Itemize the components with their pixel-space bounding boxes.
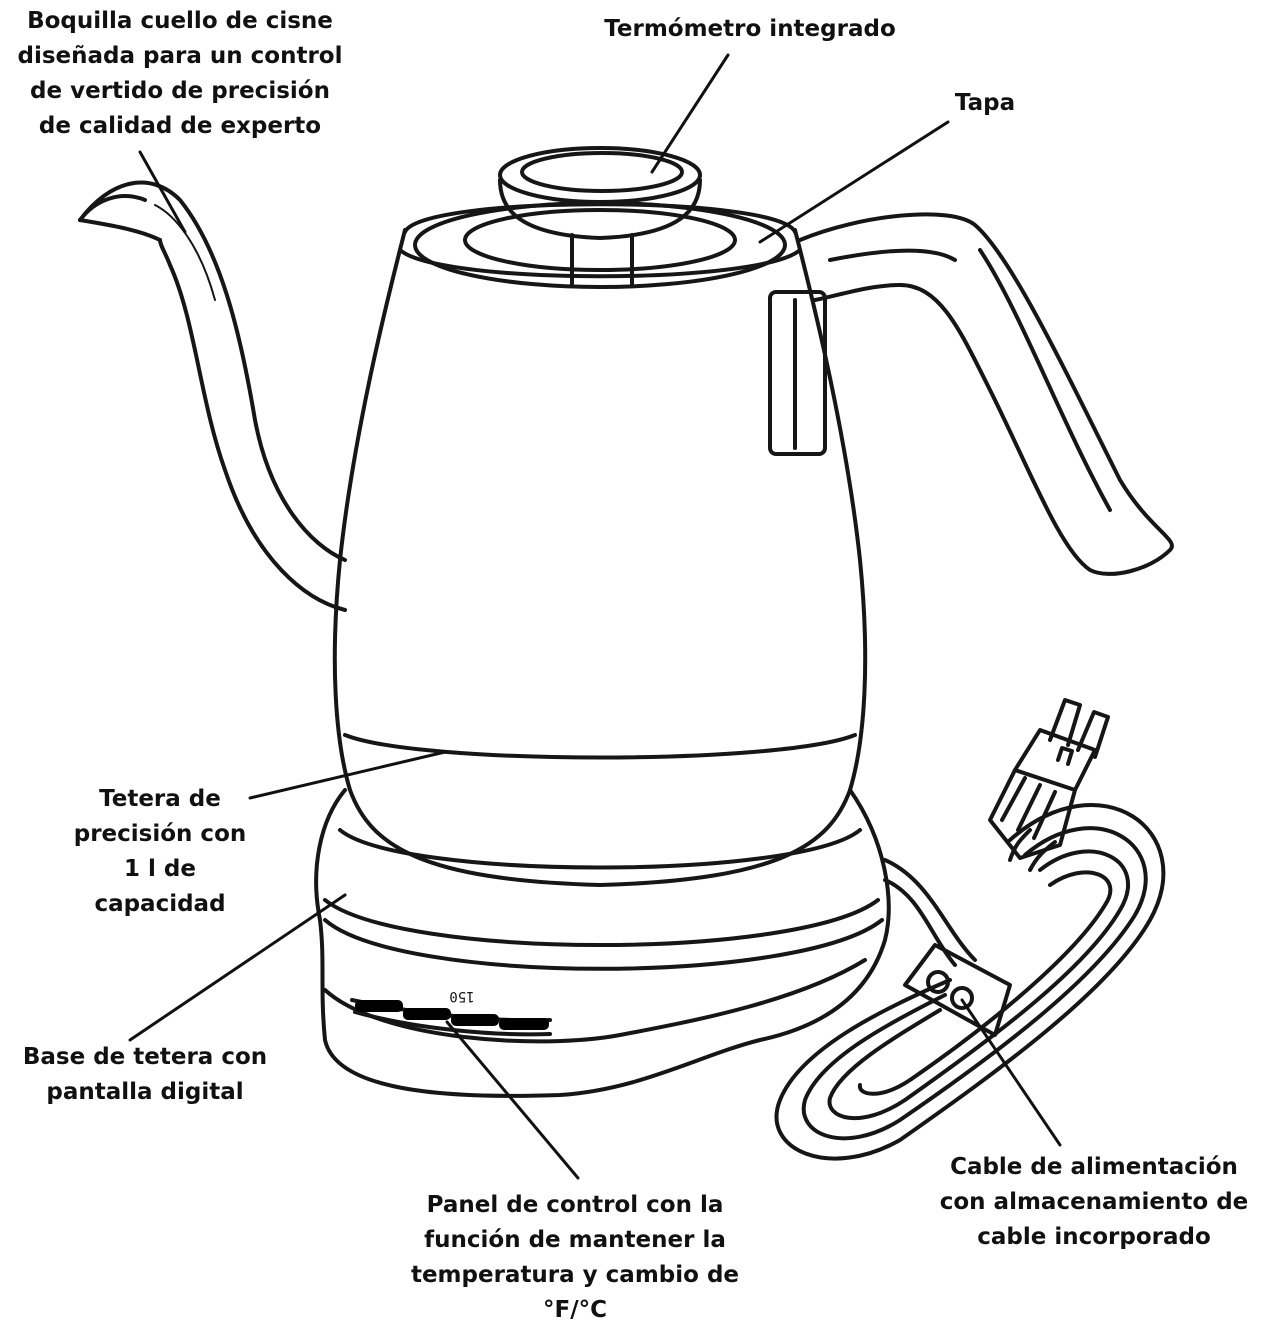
leader-control-panel [447,1022,578,1178]
label-base: Base de tetera con pantalla digital [0,1040,290,1110]
button-4[interactable] [499,1018,549,1030]
label-kettle-line-1: Tetera de [50,782,270,817]
cord-loop-1 [777,805,1164,1159]
cord-from-base [885,860,975,960]
label-base-line-2: pantalla digital [0,1075,290,1110]
kettle-body [335,204,865,885]
strap-button-2 [952,988,972,1008]
base-outline [316,790,889,1096]
label-thermometer: Termómetro integrado [570,12,930,47]
button-2[interactable] [403,1008,451,1020]
label-control-panel-line-4: °F/°C [385,1293,765,1328]
thermometer-dial [522,153,682,191]
label-lid-line-1: Tapa [930,86,1040,121]
label-lid: Tapa [930,86,1040,121]
label-kettle-line-2: precisión con [50,817,270,852]
label-kettle: Tetera de precisión con 1 l de capacidad [50,782,270,922]
label-base-line-1: Base de tetera con [0,1040,290,1075]
label-control-panel-line-3: temperatura y cambio de [385,1258,765,1293]
plug-body [990,770,1075,858]
plug-ground-pin [1058,748,1072,764]
thermometer-knob [500,148,700,238]
base-groove-1 [325,900,878,945]
spout-inner [160,240,345,610]
spout-outer [80,183,345,560]
base-foot [325,960,865,1041]
knob-top [500,148,700,202]
body-band-line [345,735,855,758]
label-spout-line-2: diseñada para un control [0,39,360,74]
power-plug [990,700,1108,858]
label-spout-line-3: de vertido de precisión [0,74,360,109]
button-3[interactable] [451,1014,499,1026]
label-cable-line-3: cable incorporado [920,1220,1268,1255]
plug-ridge-1 [1002,778,1025,820]
base-top-ring [340,830,860,868]
leader-kettle [250,752,445,798]
label-spout-line-4: de calidad de experto [0,109,360,144]
kettle-handle [770,214,1172,574]
handle-edge [830,251,955,260]
label-control-panel-line-1: Panel de control con la [385,1188,765,1223]
spout-tip [80,220,160,240]
label-cable-line-2: con almacenamiento de [920,1185,1268,1220]
handle-inner-edge [980,250,1110,510]
button-1[interactable] [355,1000,403,1012]
label-cable-line-1: Cable de alimentación [920,1150,1268,1185]
power-cord [777,805,1164,1159]
label-thermometer-line-1: Termómetro integrado [570,12,930,47]
leader-spout [140,152,185,232]
label-control-panel: Panel de control con la función de mante… [385,1188,765,1328]
label-kettle-line-3: 1 l de [50,852,270,887]
body-outline [335,230,865,885]
label-spout: Boquilla cuello de cisne diseñada para u… [0,4,360,144]
label-control-panel-line-2: función de mantener la [385,1223,765,1258]
kettle-base [316,790,889,1096]
label-cable: Cable de alimentación con almacenamiento… [920,1150,1268,1255]
label-kettle-line-4: capacidad [50,887,270,922]
gooseneck-spout [80,183,345,610]
leader-thermometer [652,55,728,172]
digital-display-readout: 150 [449,988,474,1004]
cord-loop-3 [830,851,1129,1118]
label-spout-line-1: Boquilla cuello de cisne [0,4,360,39]
